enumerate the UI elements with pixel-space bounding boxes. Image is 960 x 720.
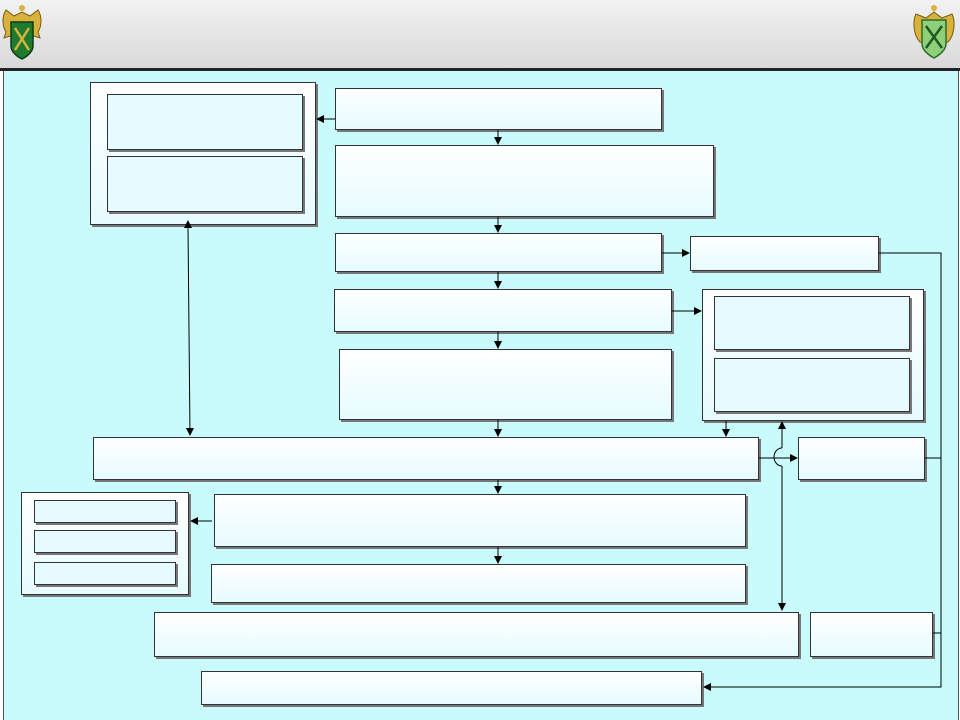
lower-box-1 [214,494,746,547]
right-middle-inner-box-1 [714,296,910,350]
fifth-box [339,349,672,420]
left-top-inner-box-2 [107,156,303,212]
fourth-box [334,289,672,332]
emblem-shield-icon [913,5,955,59]
right-middle-inner-box-2 [714,358,910,412]
third-right-box [690,236,879,271]
right-middle-group [702,289,924,421]
final-box [201,671,702,705]
third-box [335,233,662,272]
second-box [335,145,714,217]
left-top-group [90,82,316,225]
bottom-right-box [810,612,933,657]
wide-box [93,437,759,480]
wide-right-box [798,437,925,480]
bottom-wide-box [154,612,799,657]
left-top-inner-box-1 [107,94,303,150]
left-lower-inner-box-2 [34,530,176,553]
lower-box-2 [211,564,746,603]
left-lower-group [21,492,189,595]
header-separator [0,68,960,71]
double-headed-eagle-emblem-icon [2,5,42,60]
top-box [335,88,662,130]
left-lower-inner-box-1 [34,500,176,523]
header [0,0,960,68]
left-lower-inner-box-3 [34,562,176,585]
